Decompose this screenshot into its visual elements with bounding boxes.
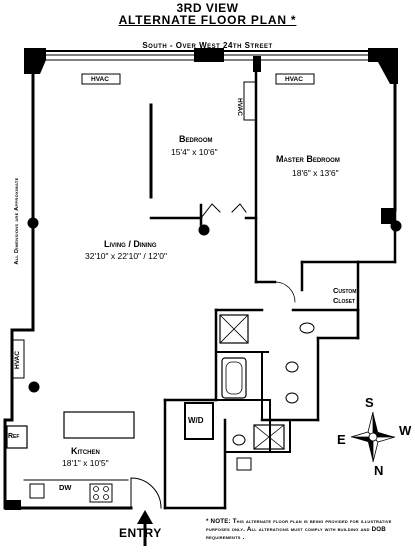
compass-east-label: E [337, 432, 346, 447]
bedroom-name: Bedroom [179, 134, 213, 144]
hvac-label-left-wall: HVAC [14, 351, 21, 369]
kitchen-dimensions: 18'1" x 10'5" [62, 458, 109, 468]
living-dining-dimensions: 32'10" x 22'10" / 12'0" [85, 251, 167, 261]
compass-north-label: N [374, 463, 384, 478]
washer-dryer-closet [184, 402, 214, 440]
street-orientation-label: South - Over West 24th Street [142, 41, 273, 50]
center-column [194, 48, 224, 62]
corner-column-right [368, 48, 398, 84]
hvac-unit [81, 73, 121, 85]
master-bedroom-dimensions: 18'6" x 13'6" [292, 168, 339, 178]
custom-closet-label-line2: Closet [333, 296, 356, 305]
stove [89, 483, 113, 503]
living-dining-name: Living / Dining [104, 239, 157, 249]
structural-column [27, 217, 39, 229]
washer-dryer-label: W/D [188, 416, 204, 425]
sink-3 [236, 457, 252, 471]
structural-column-4 [28, 381, 40, 393]
sink-2 [285, 392, 299, 404]
kitchen-name: Kitchen [71, 446, 100, 456]
master-bedroom-name: Master Bedroom [276, 154, 340, 164]
toilet-2 [232, 434, 246, 446]
bathtub [221, 357, 247, 399]
entry-door-swing [130, 477, 162, 509]
compass-south-label: S [365, 395, 374, 410]
dishwasher-label: DW [59, 483, 72, 492]
plan-title-line1: 3RD VIEW [176, 1, 239, 15]
refrigerator-label: Ref [8, 433, 20, 440]
dimensions-approximate-note: All Dimensions are Approximate [14, 177, 20, 265]
illustrative-purposes-note: * NOTE: This alternate floor plan is bei… [206, 518, 392, 541]
structural-column-2 [198, 224, 210, 236]
kitchen-island [63, 411, 135, 439]
hvac-label-top-right: HVAC [285, 76, 303, 83]
hvac-unit-3 [243, 81, 257, 121]
corner-column-left [24, 48, 46, 74]
hvac-unit-2 [275, 73, 315, 85]
hvac-label-top-left: HVAC [91, 76, 109, 83]
refrigerator [6, 425, 28, 449]
plan-title-line2: ALTERNATE FLOOR PLAN * [118, 13, 297, 27]
compass-rose [350, 411, 396, 463]
toilet [299, 322, 315, 334]
compass-west-label: W [399, 423, 412, 438]
kitchen-sink [29, 483, 45, 499]
hvac-unit-4 [11, 339, 25, 379]
bedroom-dimensions: 15'4" x 10'6" [171, 147, 218, 157]
entry-label: ENTRY [119, 526, 162, 540]
custom-closet-label-line1: Custom [333, 286, 357, 295]
shower-stall [219, 314, 249, 344]
sink [285, 361, 299, 373]
hvac-label-vertical-center: HVAC [236, 98, 243, 116]
shower-stall-2 [253, 424, 285, 450]
